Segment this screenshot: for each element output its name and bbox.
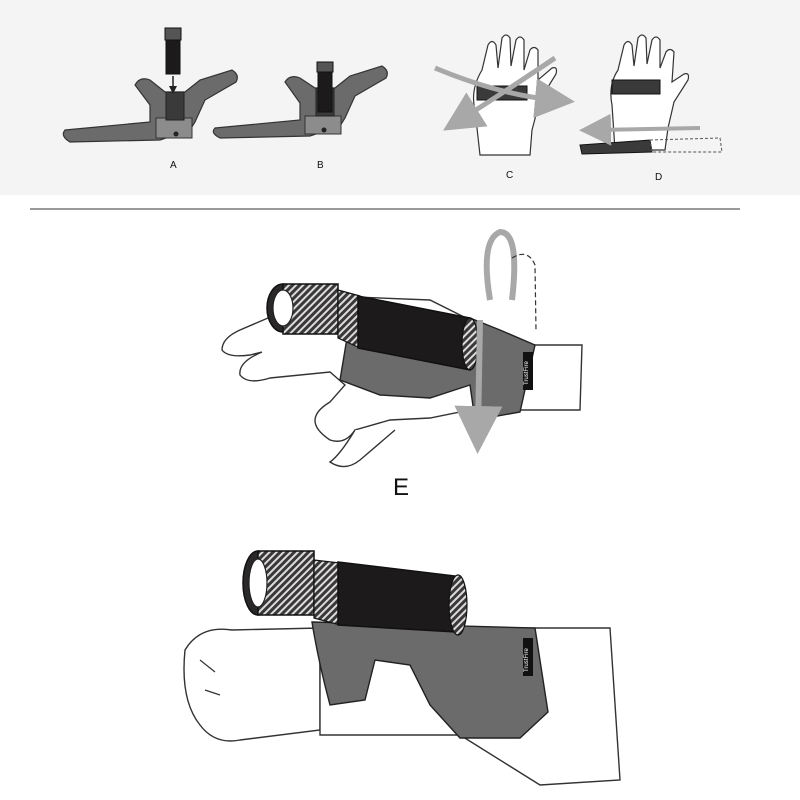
final-illustration: TrustFire (183, 550, 621, 786)
step-a-illustration (62, 27, 238, 143)
step-c-illustration (434, 34, 575, 156)
wrap-arrow (443, 55, 557, 131)
strap-band (311, 621, 549, 739)
step-e-illustration: TrustFire (221, 228, 583, 468)
step-d-illustration (579, 34, 723, 155)
flashlight-icon (242, 550, 468, 636)
wrap-arrow (579, 113, 701, 146)
step-b-illustration (212, 61, 388, 139)
wrap-arrow (434, 65, 575, 119)
step-label-e: E (393, 474, 410, 501)
fist-icon (183, 627, 321, 742)
brand-tag: TrustFire (524, 648, 530, 672)
strap-band (611, 79, 661, 95)
flashlight-icon (316, 61, 334, 113)
wrap-arrow (483, 228, 518, 301)
strap-tail (579, 139, 653, 155)
section-divider (30, 208, 740, 210)
flashlight-icon (266, 283, 479, 371)
step-label-b: B (317, 160, 324, 171)
step-label-d: D (655, 172, 663, 183)
step-label-c: C (506, 170, 514, 181)
strap-end-dashed (511, 253, 537, 331)
brand-tag: TrustFire (524, 361, 530, 385)
wrap-arrow (454, 319, 503, 454)
flashlight-icon (164, 27, 182, 75)
step-label-a: A (170, 160, 177, 171)
